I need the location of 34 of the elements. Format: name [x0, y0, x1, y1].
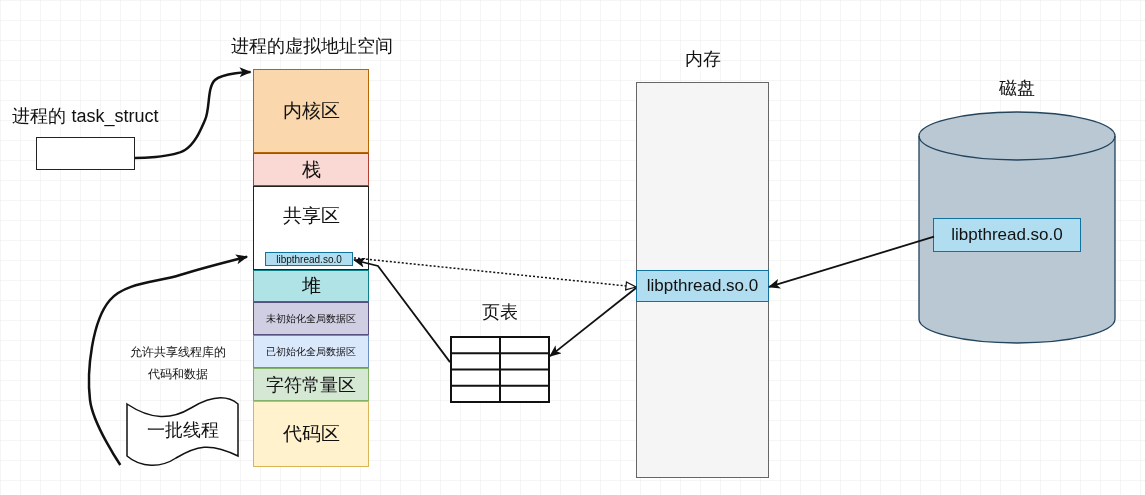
heading: 进程的 task_struct — [12, 105, 159, 128]
memory-segment — [636, 270, 769, 302]
heading: 内存 — [684, 48, 721, 71]
arrow — [549, 287, 637, 357]
segment-label: libpthread.so.0 — [276, 253, 342, 265]
segment-label: 内核区 — [282, 99, 340, 123]
arrow — [353, 257, 451, 364]
memory-segment — [253, 335, 369, 368]
segment-label: libpthread.so.0 — [646, 276, 759, 296]
heading: 页表 — [482, 301, 518, 324]
memory-segment — [253, 270, 369, 302]
note-text: 允许共享线程库的代码和数据 — [129, 344, 227, 383]
memory-segment — [933, 218, 1081, 252]
heading: 进程的虚拟地址空间 — [231, 35, 393, 58]
memory-segment — [265, 252, 353, 266]
dotted-arrow — [353, 257, 637, 291]
segment-label: 堆 — [301, 274, 321, 298]
segment-label: 已初始化全局数据区 — [266, 344, 356, 359]
memory-segment — [253, 368, 369, 401]
segment-label: libpthread.so.0 — [951, 225, 1063, 245]
segment-label: 字符常量区 — [266, 373, 356, 397]
memory-segment — [253, 401, 369, 467]
memory-segment — [253, 69, 369, 153]
memory-segment — [253, 186, 369, 270]
curved-arrow — [134, 67, 252, 160]
segment-label: 共享区 — [282, 204, 340, 228]
segment-label: 未初始化全局数据区 — [266, 311, 356, 326]
segment-label: 栈 — [301, 157, 321, 182]
segment-label: 代码区 — [282, 422, 340, 446]
curved-arrow — [87, 254, 248, 466]
memory-segment — [253, 153, 369, 186]
heading: 磁盘 — [999, 77, 1035, 100]
memory-segment — [253, 302, 369, 335]
shape-label: 一批线程 — [147, 419, 219, 442]
